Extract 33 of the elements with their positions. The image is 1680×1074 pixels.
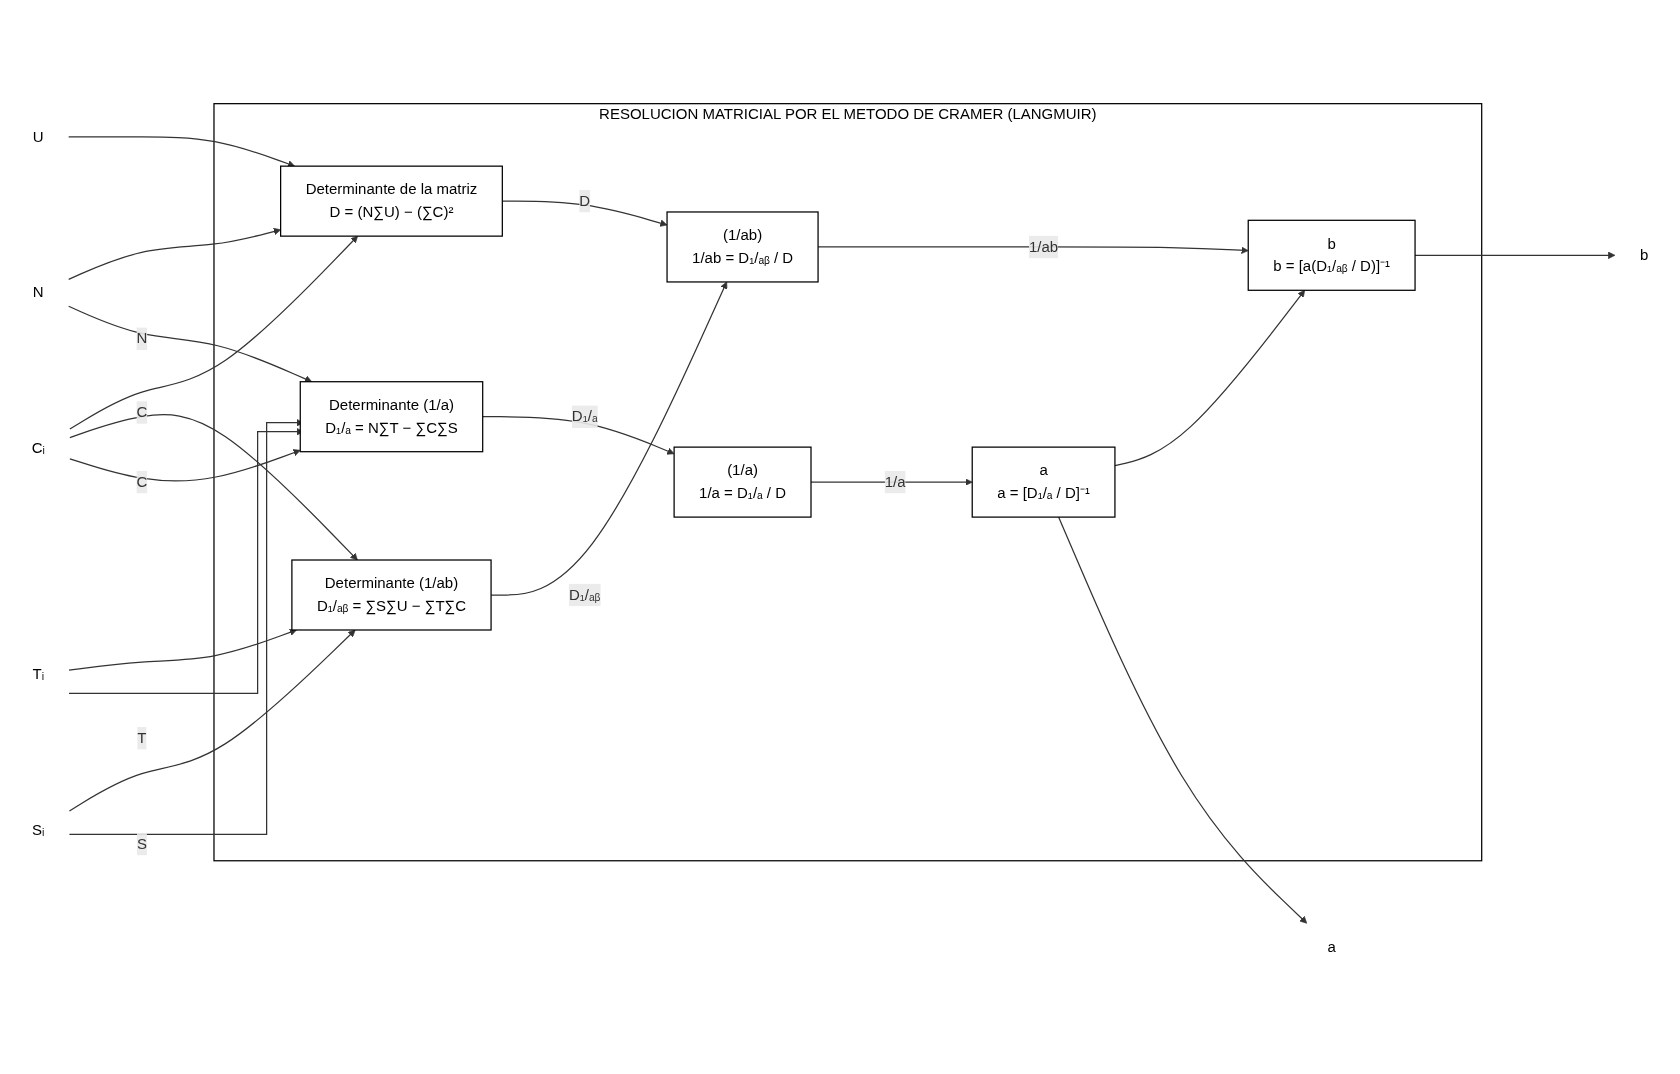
node-text: Cᵢ <box>31 439 45 457</box>
arrow <box>1114 289 1306 467</box>
arrow <box>68 305 313 383</box>
node-box: Determinante (1/a) D₁/ₐ = N∑T − ∑C∑S <box>299 380 484 453</box>
edge-label: C <box>136 473 148 490</box>
node-box: a a = [D₁/ₐ / D]⁻¹ <box>971 446 1116 518</box>
edge-label: 1/ab <box>1028 238 1059 255</box>
edge-label: D₁/ₐ <box>571 407 598 425</box>
edge-label: N <box>136 329 148 347</box>
node-text: Tᵢ <box>32 665 45 683</box>
node-box: (1/ab) 1/ab = D₁/ₐᵦ / D <box>666 211 819 283</box>
node-box: (1/a) 1/a = D₁/ₐ / D <box>673 446 812 518</box>
arrow <box>68 628 297 671</box>
edge-label: T <box>137 729 147 747</box>
edge-label: D <box>579 192 591 209</box>
node-text: a <box>1327 938 1336 955</box>
arrow <box>69 413 358 561</box>
node-text: N <box>32 283 44 301</box>
arrow <box>68 629 356 812</box>
arrow <box>69 448 301 482</box>
arrow <box>69 235 358 430</box>
arrow <box>68 227 281 280</box>
node-box: Determinante de la matriz D = (N∑U) − (∑C)² <box>280 165 503 237</box>
node-text: b <box>1640 246 1649 264</box>
node-text: Sᵢ <box>32 821 45 838</box>
edge-label: S <box>136 835 147 852</box>
edge-label: C <box>136 403 148 421</box>
edge-label: D₁/ₐᵦ <box>568 586 601 603</box>
arrow <box>1057 516 1308 924</box>
node-box: Determinante (1/ab) D₁/ₐᵦ = ∑S∑U − ∑T∑C <box>291 559 492 631</box>
edge-label: 1/a <box>884 473 906 490</box>
node-box: b b = [a(D₁/ₐᵦ / D)]⁻¹ <box>1247 219 1416 291</box>
node-text: U <box>32 128 44 145</box>
